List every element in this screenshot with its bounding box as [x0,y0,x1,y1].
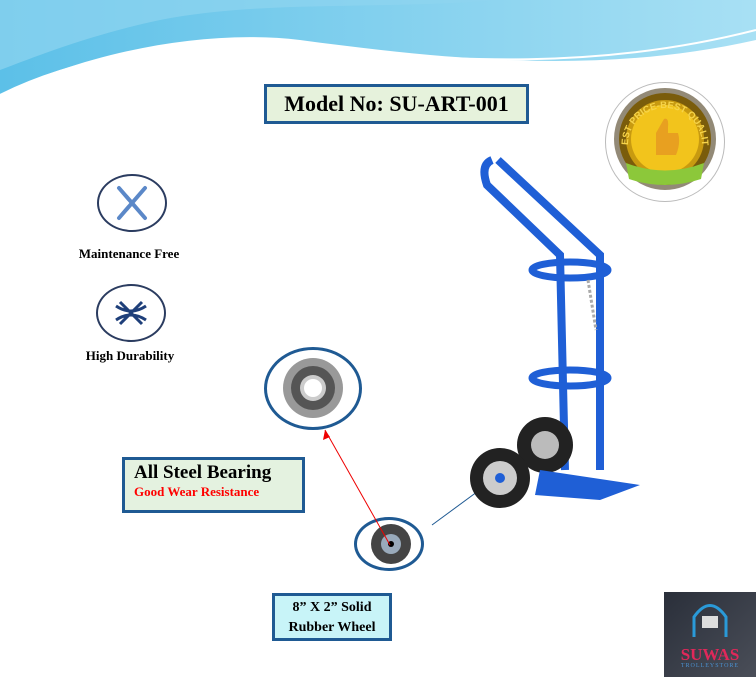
badge-icon: BEST PRICE-BEST QUALITY [603,75,716,190]
bearing-image [264,347,362,430]
steel-bearing-callout: All Steel Bearing Good Wear Resistance [122,457,305,513]
woven-fabric-icon [115,300,147,326]
maintenance-free-label: Maintenance Free [78,246,180,261]
maintenance-free-icon-circle [97,174,167,232]
trolley-image [470,156,640,508]
high-durability-label: High Durability [85,348,175,363]
bearing-title: All Steel Bearing [134,462,272,483]
wheel-image [354,517,424,571]
logo-name: SUWAS [680,645,740,664]
high-durability-icon-circle [96,284,166,342]
best-price-quality-badge: BEST PRICE-BEST QUALITY [603,75,725,202]
logo-tagline: TROLLEYSTORE [680,663,740,669]
model-number-label: Model No: SU-ART-001 [264,84,529,124]
bearing-connector-line [324,429,391,546]
wheel-spec-callout: 8” X 2” Solid Rubber Wheel [272,593,392,641]
rubber-wheel-icon [371,524,411,564]
suwas-logo: SUWAS TROLLEYSTORE [664,592,756,677]
ball-bearing-icon [283,358,343,418]
wheel-spec-line1: 8” X 2” Solid [292,600,372,615]
bearing-subtitle: Good Wear Resistance [134,484,260,499]
header-wave [0,0,756,96]
shopping-cart-icon [692,604,728,637]
wrench-screwdriver-icon [117,186,147,220]
wheel-spec-line2: Rubber Wheel [288,620,376,635]
